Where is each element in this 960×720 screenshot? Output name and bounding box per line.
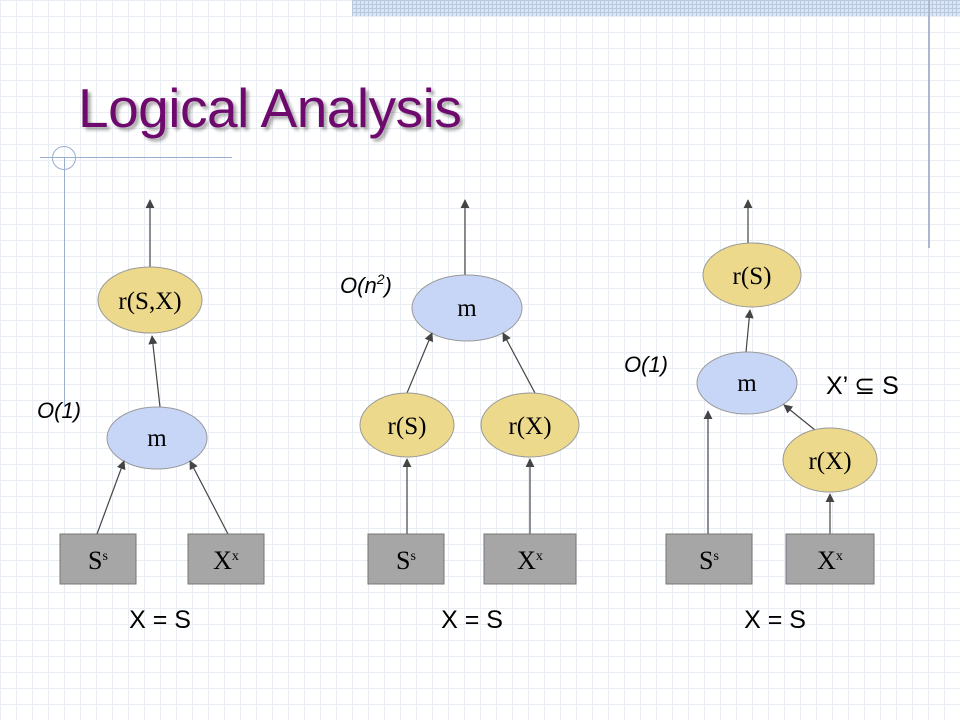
tree2-input-box-s [367,533,445,585]
tree1-merge-to-top-edge [148,335,161,408]
tree1-merge-node-label: m [147,425,167,452]
tree1-input-box-x [187,533,265,585]
tree3-subset-note: X’ ⊆ S [826,372,899,400]
tree-3: r(S) m O(1) X’ ⊆ S r(X) Ss Xx X = S [624,199,899,634]
tree3-equation: X = S [744,606,806,634]
tree2-left-node [359,392,455,458]
tree1-right-input-edge [189,460,229,535]
decorative-top-bar [352,0,960,16]
tree3-merge-node-label: m [737,370,757,397]
decorative-horizontal-line [40,157,232,158]
tree1-top-node [97,266,203,334]
tree3-top-node [702,242,802,308]
tree1-input-box-s [59,533,137,585]
decorative-right-line [928,0,930,248]
tree2-input-x: Xx [517,546,543,575]
tree1-merge-node [106,406,208,470]
tree2-input-box-x [483,533,577,585]
tree2-right-node [480,392,580,458]
decorative-vertical-line [64,157,65,407]
tree1-input-s: Ss [88,546,108,575]
slide-title: Logical Analysis [78,77,462,139]
tree2-left-node-label: r(S) [388,413,427,440]
tree3-right-node-label: r(X) [808,448,851,475]
tree3-input-box-s [665,533,753,585]
tree-2: m O(n2) r(S) r(X) Ss Xx X = S [340,199,580,634]
tree2-equation: X = S [441,606,503,634]
tree2-right-to-merge-edge [502,332,536,394]
tree2-cost-label: O(n2) [340,271,392,298]
tree3-cost-label: O(1) [624,352,668,377]
tree2-right-node-label: r(X) [508,413,551,440]
tree3-input-x: Xx [817,546,843,575]
tree2-merge-node [411,274,523,342]
tree1-input-x: Xx [213,546,239,575]
tree3-input-box-x [785,533,875,585]
tree3-merge-node [696,351,798,415]
tree1-left-input-edge [96,460,126,535]
tree3-merge-to-top-edge [744,309,754,353]
tree3-input-s: Ss [699,546,719,575]
tree-1: r(S,X) m O(1) Ss Xx X = S [37,199,265,634]
tree2-left-to-merge-edge [406,332,434,394]
tree3-right-to-merge-edge [783,404,816,431]
decorative-circle [52,146,76,170]
tree3-right-node [782,427,878,493]
tree3-top-node-label: r(S) [733,263,772,290]
tree1-equation: X = S [129,606,191,634]
tree1-top-node-label: r(S,X) [118,288,181,315]
tree2-input-s: Ss [396,546,416,575]
tree1-cost-label: O(1) [37,398,81,423]
tree2-merge-node-label: m [457,295,477,322]
